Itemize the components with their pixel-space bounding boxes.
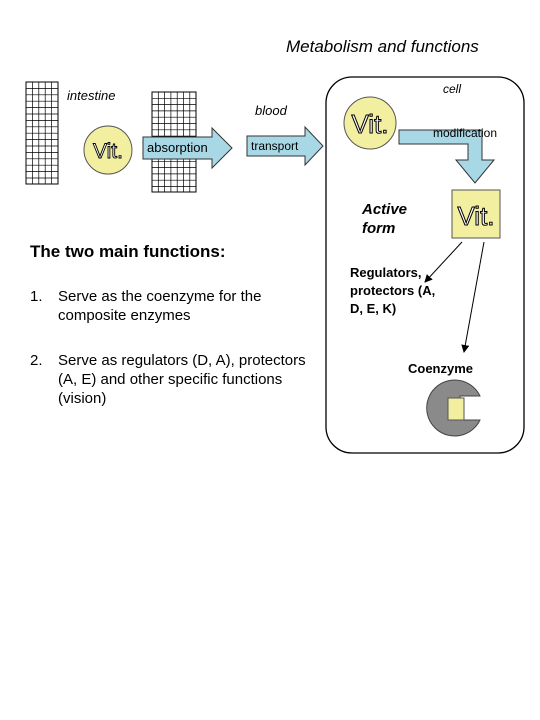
modification-label: modification [433,126,498,140]
function-item: 2. Serve as regulators (D, A), protector… [30,351,328,408]
absorption-arrow [142,126,233,170]
blood-label: blood [255,103,287,118]
vit-circle-label: Vit. [93,140,123,163]
cell-boundary [325,76,525,454]
function-number: 1. [30,288,43,305]
regulator-arrow [424,241,463,283]
page-title: Metabolism and functions [286,37,479,56]
active-vit-label: Vit. [457,201,494,231]
coenzyme-arrow [461,241,485,353]
vit-circle [83,125,133,175]
cell-vit-label: Vit. [351,109,388,139]
function-text: Serve as regulators (D, A), protectors (… [58,352,306,407]
function-item: 1. Serve as the coenzyme for the composi… [30,287,328,325]
modification-arrow [398,129,496,184]
regulators-label: Regulators, protectors (A, D, E, K) [350,265,436,316]
coenzyme-label: Coenzyme [408,361,474,376]
cell-vit-circle [343,96,397,150]
transport-label: transport [251,139,299,153]
active-form-label: Active form [362,201,408,237]
function-number: 2. [30,352,43,369]
cell-label: cell [443,82,462,96]
coenzyme-block [447,397,465,421]
active-vit-box [451,189,501,239]
function-text: Serve as the coenzyme for the composite … [58,288,262,324]
functions-heading: The two main functions: [30,242,226,261]
intestine-grid [25,81,59,185]
absorption-label: absorption [147,140,208,155]
transport-arrow [246,125,324,167]
intestine-label: intestine [67,88,116,103]
